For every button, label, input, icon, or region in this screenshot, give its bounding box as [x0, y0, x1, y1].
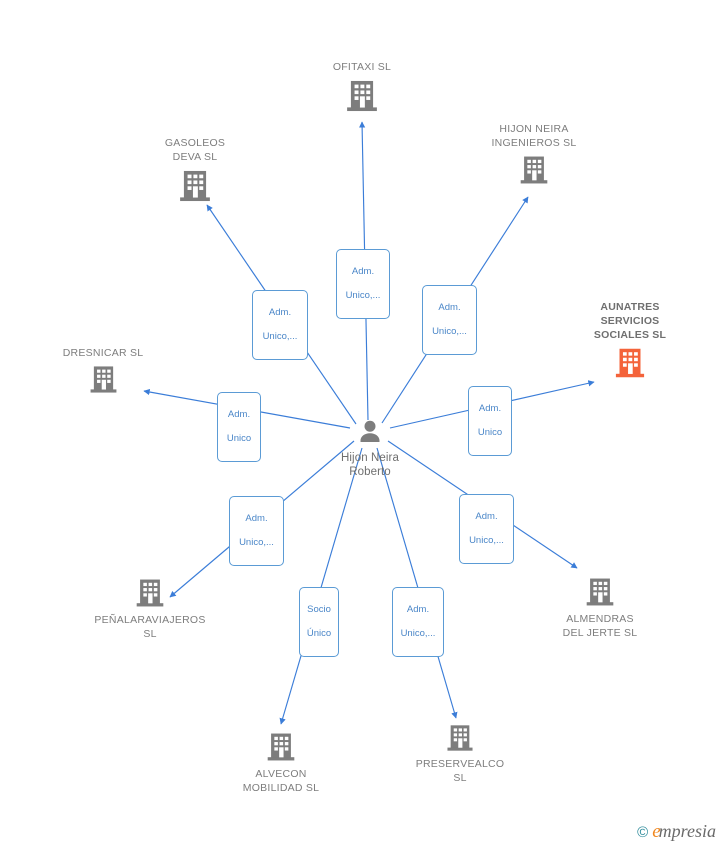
edge-label-line2: Unico	[226, 433, 252, 444]
edge-label-hijon[interactable]: Adm. Unico,...	[422, 285, 477, 355]
building-icon	[385, 722, 535, 754]
edge-label-line2: Unico,...	[469, 535, 504, 546]
edge-label-line1: Adm.	[351, 266, 375, 277]
building-icon	[525, 575, 675, 609]
building-icon	[75, 576, 225, 610]
edge-label-line2: Unico,...	[400, 628, 436, 639]
edge-label-alvecon[interactable]: Socio Único	[299, 587, 339, 657]
node-label: GASOLEOS DEVA SL	[164, 137, 226, 163]
edge-label-penalara[interactable]: Adm. Unico,...	[229, 496, 284, 566]
edge-label-almendras[interactable]: Adm. Unico,...	[459, 494, 514, 564]
node-preservealco[interactable]: PRESERVEALCO SL	[385, 722, 535, 785]
edge-label-line2: Unico,...	[345, 290, 381, 301]
edge-line-alvecon	[279, 447, 363, 725]
node-label: ALMENDRAS DEL JERTE SL	[562, 613, 638, 639]
node-label: OFITAXI SL	[332, 61, 392, 73]
person-icon	[295, 418, 445, 448]
edge-label-line1: Adm.	[406, 604, 430, 615]
node-label: ALVECON MOBILIDAD SL	[242, 768, 320, 794]
node-label: PRESERVEALCO SL	[415, 758, 505, 784]
edge-label-line1: Adm.	[227, 409, 251, 420]
edge-label-line2: Único	[306, 628, 332, 639]
node-dresnicar[interactable]: DRESNICAR SL	[28, 346, 178, 396]
edge-line-preserve	[376, 447, 458, 719]
node-almendras-del-jerte[interactable]: ALMENDRAS DEL JERTE SL	[525, 575, 675, 640]
building-icon	[28, 363, 178, 396]
building-icon	[459, 153, 609, 187]
edge-label-dresnicar[interactable]: Adm. Unico	[217, 392, 261, 462]
edge-label-line1: Adm.	[475, 511, 498, 522]
node-label: HIJON NEIRA INGENIEROS SL	[491, 123, 577, 149]
edge-label-ofitaxi[interactable]: Adm. Unico,...	[336, 249, 390, 319]
node-hijon-neira-ingenieros[interactable]: HIJON NEIRA INGENIEROS SL	[459, 122, 609, 187]
node-alvecon-mobilidad[interactable]: ALVECON MOBILIDAD SL	[206, 730, 356, 795]
node-label: AUNATRES SERVICIOS SOCIALES SL	[593, 301, 667, 341]
node-penalaraviajeros[interactable]: PEÑALARAVIAJEROS SL	[75, 576, 225, 641]
edge-label-line2: Unico,...	[432, 326, 467, 337]
building-icon-highlighted	[555, 345, 705, 381]
edge-label-preserve[interactable]: Adm. Unico,...	[392, 587, 444, 657]
building-icon	[206, 730, 356, 764]
building-icon	[287, 77, 437, 115]
edge-label-line1: Adm.	[245, 513, 268, 524]
node-aunatres-servicios-sociales[interactable]: AUNATRES SERVICIOS SOCIALES SL	[555, 300, 705, 381]
edge-label-line2: Unico	[477, 427, 503, 438]
edge-label-line2: Unico,...	[262, 331, 298, 342]
building-icon	[120, 167, 270, 205]
node-label: Hijon Neira Roberto	[341, 452, 399, 478]
edge-label-aunatres[interactable]: Adm. Unico	[468, 386, 512, 456]
edge-label-gasoleos[interactable]: Adm. Unico,...	[252, 290, 308, 360]
watermark: © empresia	[637, 822, 716, 842]
node-center-person[interactable]: Hijon Neira Roberto	[295, 418, 445, 479]
node-gasoleos-deva[interactable]: GASOLEOS DEVA SL	[120, 136, 270, 205]
edge-label-line2: Unico,...	[239, 537, 274, 548]
node-ofitaxi[interactable]: OFITAXI SL	[287, 60, 437, 115]
copyright-icon: ©	[637, 823, 649, 841]
edge-label-line1: Adm.	[438, 302, 461, 313]
edge-label-line1: Adm.	[268, 307, 292, 318]
edge-label-line1: Adm.	[478, 403, 502, 414]
node-label: DRESNICAR SL	[62, 347, 144, 359]
node-label: PEÑALARAVIAJEROS SL	[94, 614, 206, 640]
edge-label-line1: Socio	[307, 604, 331, 615]
brand-logo: empresia	[652, 821, 716, 842]
